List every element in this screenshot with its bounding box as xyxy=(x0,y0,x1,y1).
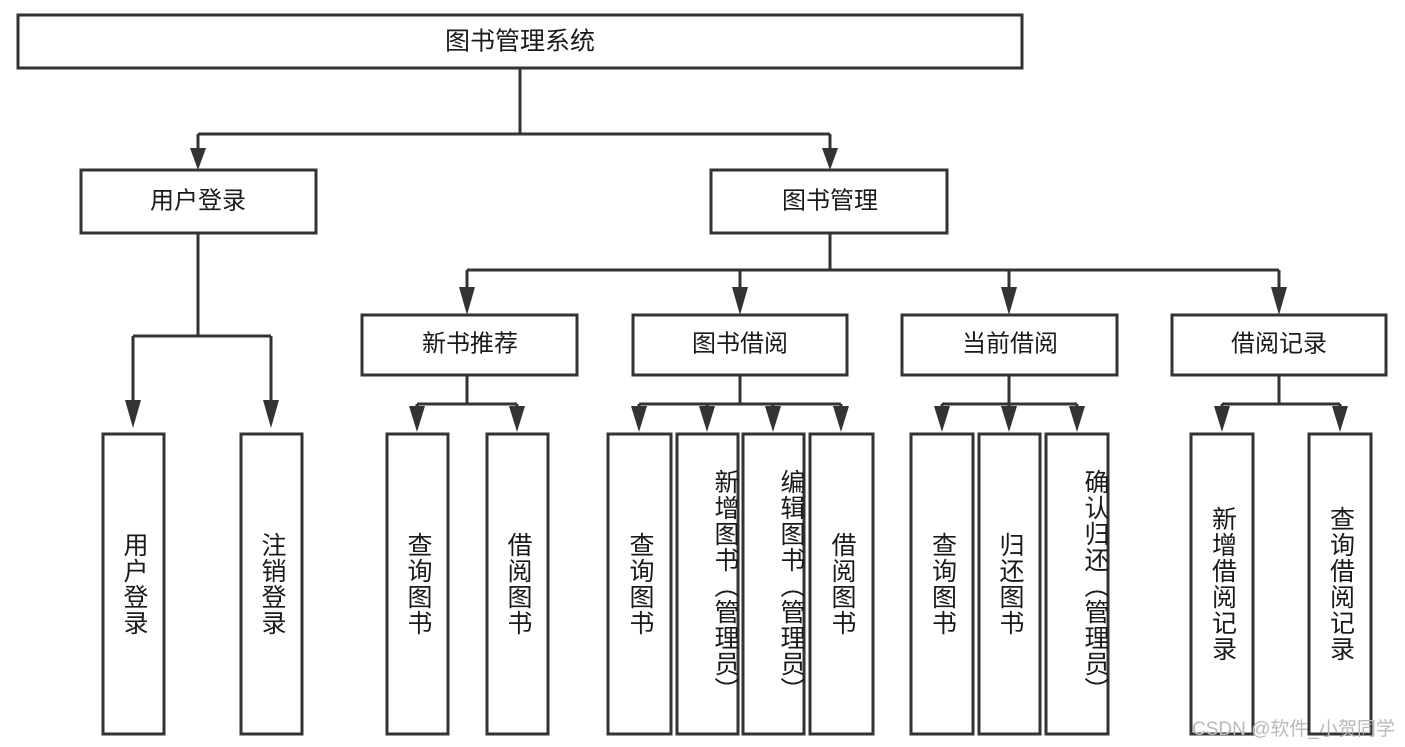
arrowhead-leaf-query-record xyxy=(1332,406,1348,432)
arrowhead-book-management xyxy=(822,148,838,170)
node-user-login-label: 用户登录 xyxy=(150,187,246,214)
node-leaf-user-logout[interactable] xyxy=(239,432,304,736)
arrowhead-leaf-edit-book xyxy=(765,406,781,432)
node-current-borrow[interactable] xyxy=(900,313,1119,377)
arrowhead-new-book-recommend xyxy=(459,287,475,315)
arrowhead-leaf-user-logout xyxy=(263,400,279,428)
arrowhead-current-borrow xyxy=(1001,287,1017,315)
node-leaf-edit-book[interactable] xyxy=(741,432,806,736)
arrowhead-borrow-record xyxy=(1271,287,1287,315)
node-leaf-borrow-book-1[interactable] xyxy=(485,432,550,736)
node-leaf-add-record[interactable] xyxy=(1189,432,1255,736)
node-leaf-user-login[interactable] xyxy=(101,432,166,736)
arrowhead-leaf-add-record xyxy=(1214,406,1230,432)
arrowhead-leaf-user-login xyxy=(125,400,141,428)
node-leaf-return-book[interactable] xyxy=(977,432,1042,736)
arrowhead-leaf-return-book xyxy=(1001,406,1017,432)
arrowhead-leaf-query-book-2 xyxy=(631,406,647,432)
node-book-management-label: 图书管理 xyxy=(782,187,878,214)
node-book-management[interactable] xyxy=(709,168,949,235)
node-leaf-confirm-return[interactable] xyxy=(1044,432,1110,736)
node-current-borrow-label: 当前借阅 xyxy=(962,330,1058,357)
node-new-book-recommend-label: 新书推荐 xyxy=(422,330,518,357)
node-book-borrow[interactable] xyxy=(631,313,849,377)
arrowhead-leaf-query-book-3 xyxy=(934,406,950,432)
node-leaf-query-book-1[interactable] xyxy=(385,432,450,736)
node-book-borrow-label: 图书借阅 xyxy=(692,330,788,357)
nodes-group: 图书管理系统 用户登录 图书管理 新书推荐 图书借阅 当前借阅 借阅记录 xyxy=(16,13,1388,736)
node-leaf-borrow-book-2[interactable] xyxy=(808,432,875,736)
arrowhead-user-login xyxy=(190,148,206,170)
node-leaf-query-record[interactable] xyxy=(1307,432,1373,736)
arrowhead-book-borrow xyxy=(732,287,748,315)
arrowhead-leaf-borrow-book-1 xyxy=(509,406,525,432)
node-leaf-query-book-2[interactable] xyxy=(606,432,673,736)
node-root[interactable] xyxy=(16,13,1024,70)
node-root-label: 图书管理系统 xyxy=(445,28,595,56)
node-user-login[interactable] xyxy=(79,168,318,235)
arrowhead-leaf-confirm-return xyxy=(1069,406,1085,432)
node-leaf-add-book[interactable] xyxy=(675,432,740,736)
node-leaf-query-book-3[interactable] xyxy=(909,432,975,736)
node-borrow-record[interactable] xyxy=(1170,313,1388,377)
arrowhead-leaf-query-book-1 xyxy=(409,406,425,432)
node-borrow-record-label: 借阅记录 xyxy=(1231,330,1327,357)
connectors-group xyxy=(125,68,1348,432)
watermark-text: CSDN @软件_小贺同学 xyxy=(1192,719,1395,740)
node-new-book-recommend[interactable] xyxy=(360,313,579,377)
arrowhead-leaf-borrow-book-2 xyxy=(833,406,849,432)
arrowhead-leaf-add-book xyxy=(699,406,715,432)
